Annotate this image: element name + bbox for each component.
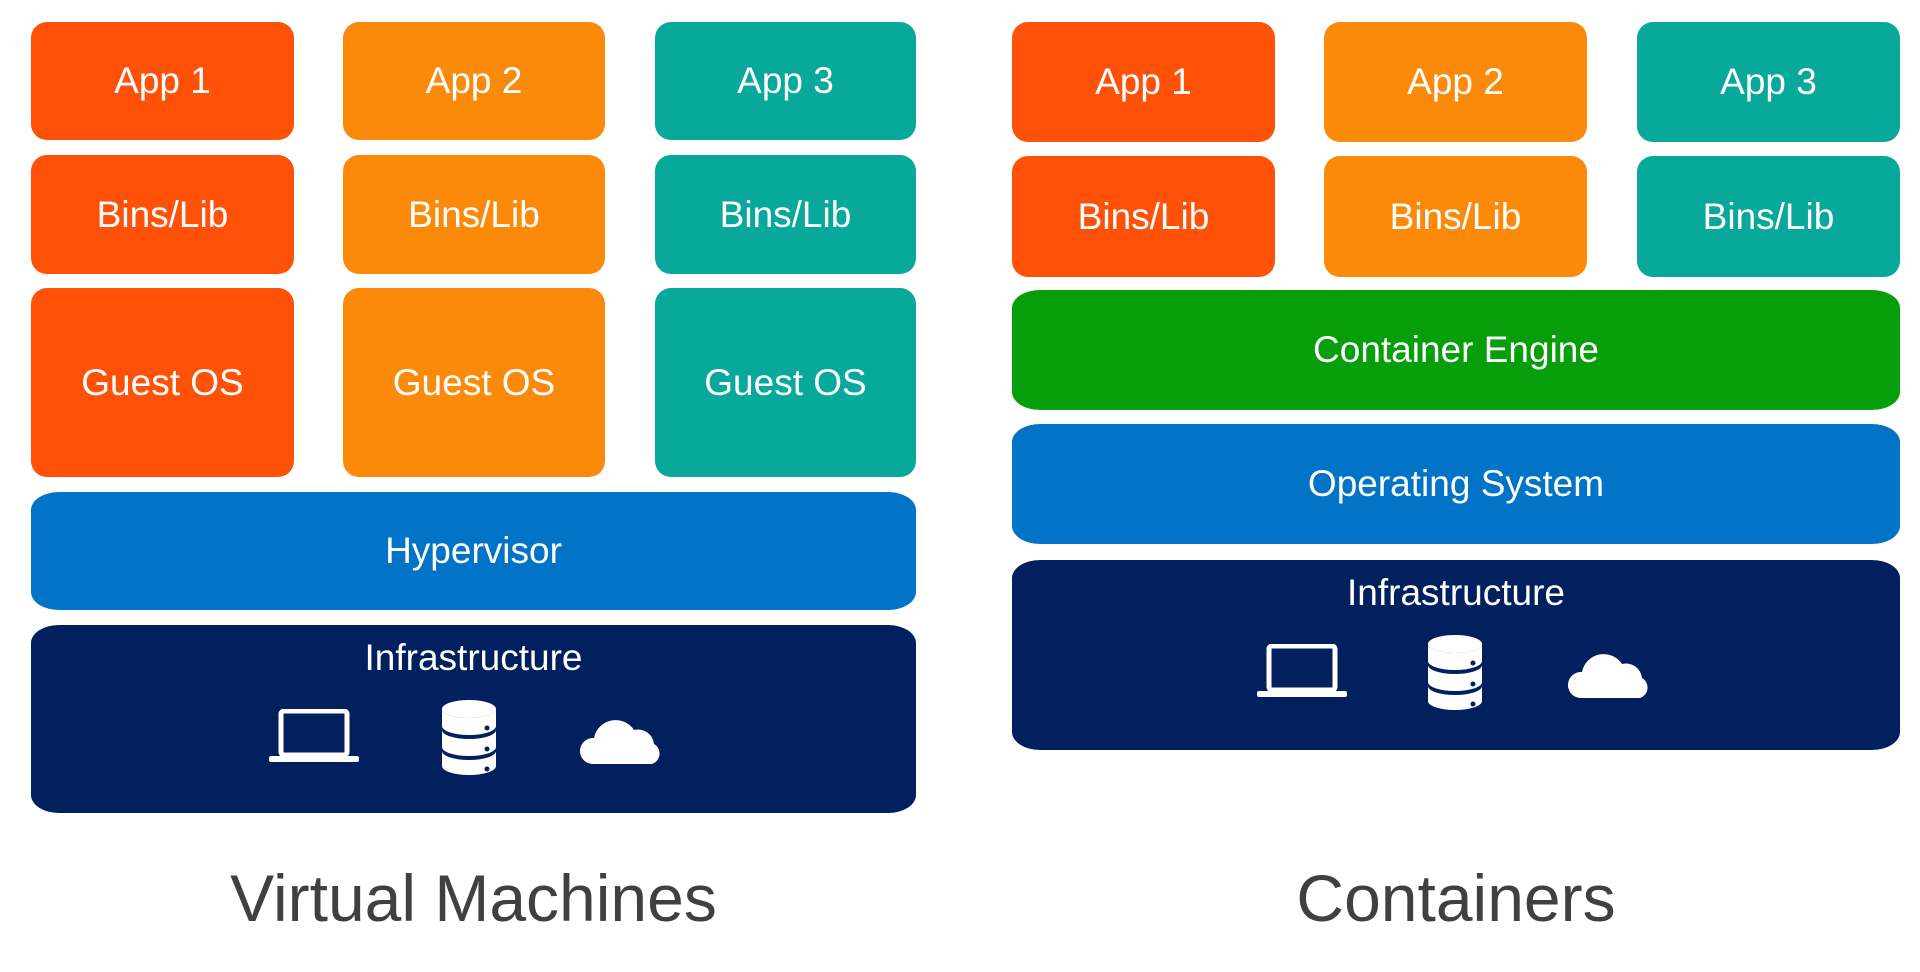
vm-hypervisor-label: Hypervisor	[385, 530, 562, 571]
vm-infrastructure-label: Infrastructure	[364, 637, 583, 678]
ct-bins-3-box: Bins/Lib	[1637, 156, 1900, 277]
ct-app-3-box: App 3	[1637, 22, 1900, 142]
ct-app-1-box: App 1	[1012, 22, 1275, 142]
ct-container-engine-label: Container Engine	[1313, 329, 1599, 370]
laptop-icon	[269, 709, 359, 762]
vm-app-2-box: App 2	[343, 22, 605, 140]
vm-bins-1-box: Bins/Lib	[31, 155, 294, 274]
vm-bins-1-label: Bins/Lib	[96, 193, 229, 235]
ct-infrastructure-label: Infrastructure	[1347, 572, 1565, 613]
vm-caption: Virtual Machines	[230, 861, 717, 935]
containers-caption: Containers	[1296, 861, 1616, 935]
vm-guest-os-1-box: Guest OS	[31, 288, 294, 477]
ct-bins-2-label: Bins/Lib	[1389, 195, 1522, 237]
ct-operating-system-label: Operating System	[1307, 463, 1605, 504]
ct-app-2-label: App 2	[1407, 61, 1504, 102]
ct-bins-2-box: Bins/Lib	[1324, 156, 1587, 277]
vm-guest-os-1-label: Guest OS	[81, 361, 244, 403]
cloud-icon	[579, 720, 660, 764]
vm-guest-os-3-label: Guest OS	[704, 361, 867, 403]
vm-bins-2-box: Bins/Lib	[343, 155, 605, 274]
ct-bins-1-label: Bins/Lib	[1077, 195, 1210, 237]
ct-app-1-label: App 1	[1095, 61, 1192, 102]
vm-app-1-label: App 1	[114, 60, 211, 101]
vm-guest-os-2-box: Guest OS	[343, 288, 605, 477]
ct-container-engine-layer: Container Engine	[1012, 290, 1900, 410]
vm-app-2-label: App 2	[425, 60, 523, 101]
vm-app-3-label: App 3	[737, 60, 834, 101]
ct-bins-1-box: Bins/Lib	[1012, 156, 1275, 277]
ct-app-2-box: App 2	[1324, 22, 1587, 142]
vm-app-3-box: App 3	[655, 22, 916, 140]
vm-bins-3-box: Bins/Lib	[655, 155, 916, 274]
ct-app-3-label: App 3	[1720, 61, 1817, 102]
laptop-icon	[1257, 644, 1347, 697]
database-icon	[442, 700, 496, 775]
vm-app-1-box: App 1	[31, 22, 294, 140]
vm-guest-os-3-box: Guest OS	[655, 288, 916, 477]
ct-infrastructure-layer: Infrastructure	[1012, 560, 1900, 750]
vm-hypervisor-layer: Hypervisor	[31, 492, 916, 610]
cloud-icon	[1567, 654, 1648, 698]
ct-bins-3-label: Bins/Lib	[1702, 195, 1835, 237]
database-icon	[1428, 635, 1482, 710]
vm-bins-2-label: Bins/Lib	[408, 193, 540, 235]
vm-bins-3-label: Bins/Lib	[719, 193, 852, 235]
ct-operating-system-layer: Operating System	[1012, 424, 1900, 544]
vm-guest-os-2-label: Guest OS	[392, 361, 556, 403]
vm-infrastructure-layer: Infrastructure	[31, 625, 916, 813]
